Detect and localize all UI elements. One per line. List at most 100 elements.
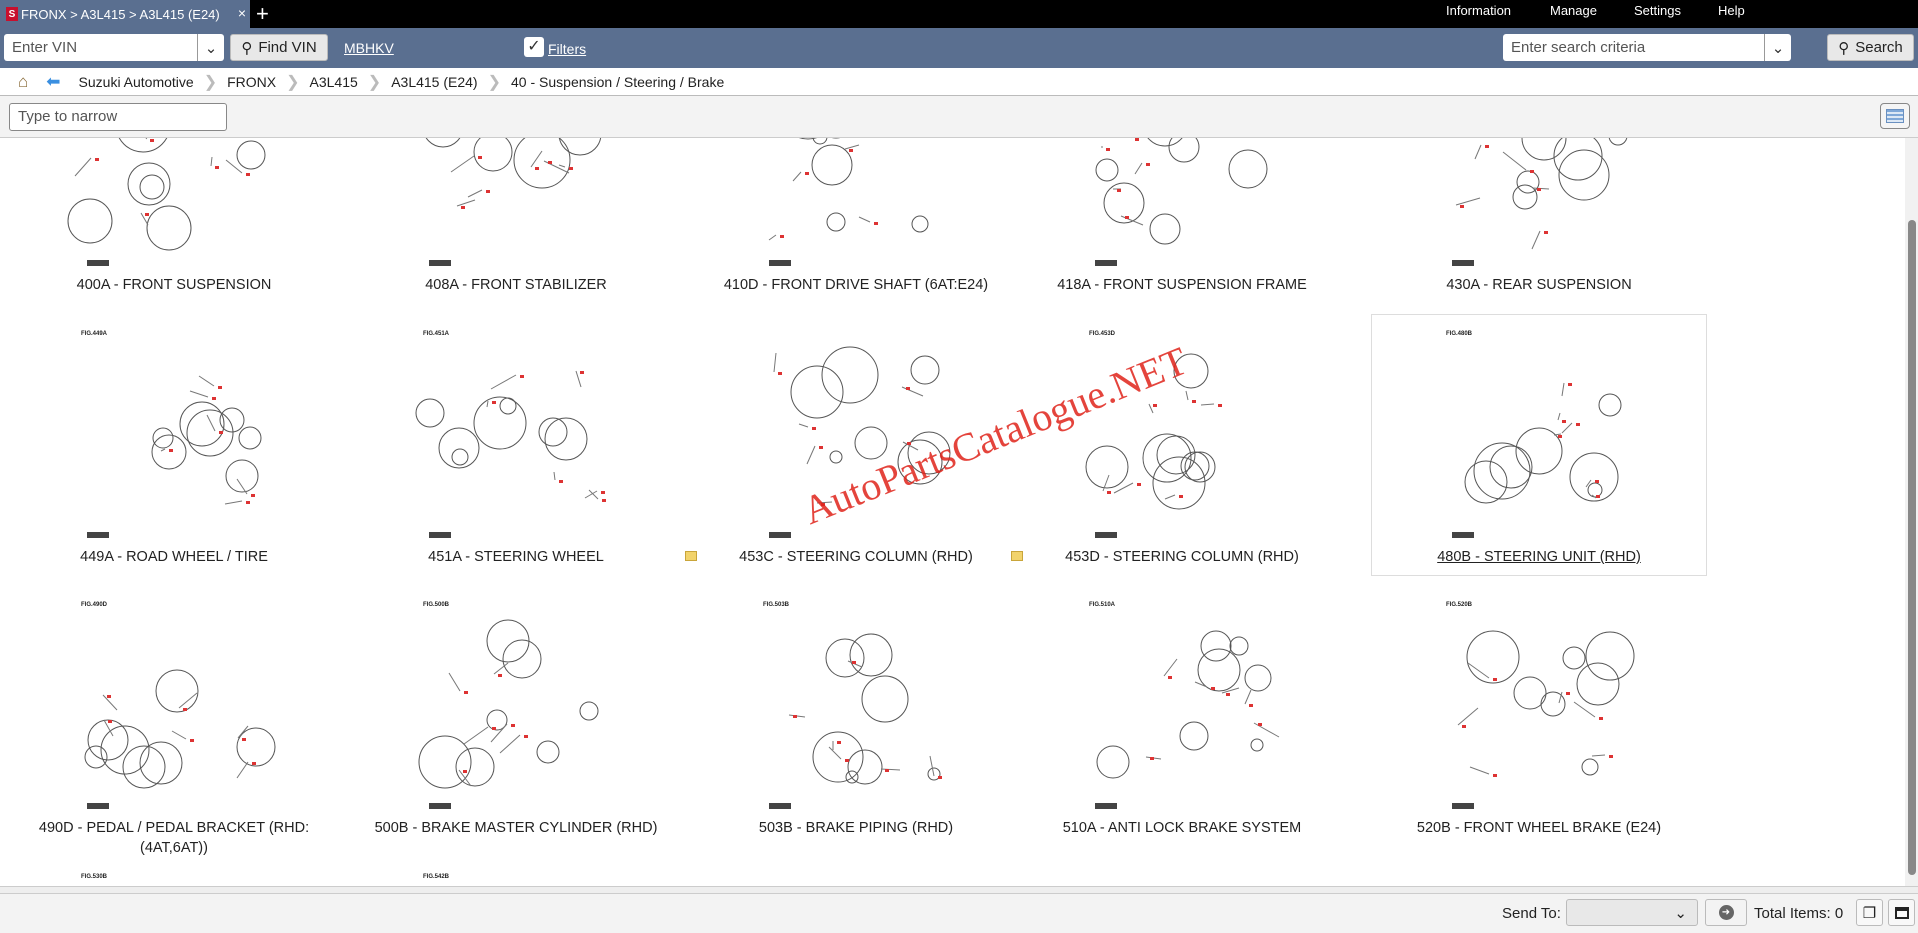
illustration-item[interactable]: FIG.451A 451A - STEERING WHEEL <box>348 314 684 576</box>
part-drawing-line <box>1474 144 1482 160</box>
part-callout <box>849 149 853 152</box>
part-drawing-line <box>490 374 517 390</box>
illustration-title[interactable]: 520B - FRONT WHEEL BRAKE (E24) <box>1416 820 1662 836</box>
illustration-title[interactable]: 500B - BRAKE MASTER CYLINDER (RHD) <box>374 820 658 836</box>
send-to-select[interactable]: ⌄ <box>1566 899 1698 926</box>
part-illustration <box>1452 138 1628 266</box>
send-button[interactable]: ➜ <box>1705 899 1747 926</box>
narrow-input[interactable]: Type to narrow <box>9 103 227 131</box>
note-icon[interactable] <box>685 551 697 561</box>
tab-fronx[interactable]: S FRONX > A3L415 > A3L415 (E24) × <box>0 0 250 28</box>
new-tab-button[interactable]: + <box>256 1 269 26</box>
filters-link[interactable]: Filters <box>548 41 587 57</box>
illustration-title[interactable]: 449A - ROAD WHEEL / TIRE <box>80 549 268 565</box>
part-drawing-shape <box>473 396 527 450</box>
illustration-title[interactable]: 453C - STEERING COLUMN (RHD) <box>739 549 973 565</box>
part-drawing-line <box>102 694 118 711</box>
part-callout <box>183 708 187 711</box>
menu-information[interactable]: Information <box>1446 3 1512 18</box>
illustration-item[interactable]: 418A - FRONT SUSPENSION FRAME <box>1014 138 1350 304</box>
back-arrow-icon[interactable]: ⬅ <box>46 71 61 91</box>
part-drawing-shape <box>146 205 192 251</box>
part-drawing-line <box>171 730 187 740</box>
part-drawing-shape <box>826 212 846 232</box>
part-drawing-line <box>490 723 508 743</box>
filters-checkbox[interactable]: ✓ <box>524 37 544 57</box>
restore-window-button[interactable]: ❐ <box>1856 899 1883 926</box>
illustration-item[interactable]: FIG.490D 490D - PEDAL / PEDAL BRACKET (R… <box>6 585 342 856</box>
illustration-item[interactable]: 430A - REAR SUSPENSION <box>1371 138 1707 304</box>
illustration-item[interactable]: 408A - FRONT STABILIZER <box>348 138 684 304</box>
part-drawing-shape <box>1585 631 1635 681</box>
maximize-panel-button[interactable] <box>1888 899 1915 926</box>
part-callout <box>837 741 841 744</box>
part-drawing-shape <box>438 427 480 469</box>
menu-manage[interactable]: Manage <box>1550 3 1597 18</box>
vin-input[interactable]: Enter VIN ⌄ <box>4 34 224 61</box>
part-drawing-shape <box>1250 738 1264 752</box>
menu-settings[interactable]: Settings <box>1634 3 1681 18</box>
illustration-item[interactable]: FIG.510A 510A - ANTI LOCK BRAKE SYSTEM <box>1014 585 1350 847</box>
find-vin-button[interactable]: ⚲ Find VIN <box>230 34 328 61</box>
breadcrumb-item[interactable]: Suzuki Automotive <box>78 73 194 90</box>
close-icon[interactable]: × <box>237 5 246 21</box>
part-callout <box>812 427 816 430</box>
chevron-right-icon: ❯ <box>487 73 502 91</box>
part-drawing-line <box>806 445 816 465</box>
vertical-scrollbar[interactable] <box>1905 138 1918 886</box>
illustration-item[interactable]: FIG.530B <box>6 857 342 883</box>
illustration-title[interactable]: 490D - PEDAL / PEDAL BRACKET (RHD:(4AT,6… <box>38 820 310 856</box>
part-drawing-line <box>901 386 924 397</box>
breadcrumb-item[interactable]: FRONX <box>227 73 277 90</box>
illustration-item[interactable]: FIG.449A 449A - ROAD WHEEL / TIRE <box>6 314 342 576</box>
search-input[interactable]: Enter search criteria ⌄ <box>1503 34 1791 61</box>
illustration-item[interactable]: FIG.453D 453D - STEERING COLUMN (RHD) <box>1011 314 1350 576</box>
illustration-item[interactable]: FIG.520B 520B - FRONT WHEEL BRAKE (E24) <box>1371 585 1707 847</box>
splitter-handle[interactable] <box>0 886 1918 894</box>
part-drawing-shape <box>910 355 940 385</box>
illustration-title[interactable]: 510A - ANTI LOCK BRAKE SYSTEM <box>1062 820 1302 836</box>
scrollbar-thumb[interactable] <box>1908 220 1916 875</box>
part-drawing-line <box>844 144 860 150</box>
breadcrumb-item[interactable]: A3L415 (E24) <box>391 73 478 90</box>
home-icon[interactable]: ⌂ <box>18 71 29 91</box>
illustration-item[interactable]: FIG.503B 503B - BRAKE PIPING (RHD) <box>688 585 1024 847</box>
illustration-title[interactable]: 451A - STEERING WHEEL <box>428 549 604 565</box>
fig-label: FIG.480B <box>1446 331 1473 337</box>
part-illustration: FIG.542B <box>423 874 450 880</box>
note-icon[interactable] <box>1011 551 1023 561</box>
part-callout <box>486 190 490 193</box>
part-drawing-shape <box>845 770 859 784</box>
illustration-title[interactable]: 418A - FRONT SUSPENSION FRAME <box>1057 277 1307 293</box>
illustration-title[interactable]: 453D - STEERING COLUMN (RHD) <box>1065 549 1299 565</box>
chevron-down-icon[interactable]: ⌄ <box>1764 34 1791 61</box>
menu-help[interactable]: Help <box>1718 3 1745 18</box>
part-drawing-shape <box>486 619 530 663</box>
illustration-item[interactable]: 400A - FRONT SUSPENSION <box>6 138 342 304</box>
search-button[interactable]: ⚲ Search <box>1827 34 1914 61</box>
illustration-item[interactable]: 453C - STEERING COLUMN (RHD) <box>685 314 1024 576</box>
illustration-item[interactable]: 410D - FRONT DRIVE SHAFT (6AT:E24) <box>688 138 1024 304</box>
part-callout <box>601 491 605 494</box>
illustration-item[interactable]: FIG.542B <box>348 857 684 883</box>
part-drawing-shape <box>927 767 941 781</box>
part-callout <box>548 161 552 164</box>
illustration-title[interactable]: 400A - FRONT SUSPENSION <box>76 277 272 293</box>
illustration-title[interactable]: 410D - FRONT DRIVE SHAFT (6AT:E24) <box>723 277 989 293</box>
illustration-title[interactable]: 480B - STEERING UNIT (RHD) <box>1437 549 1641 565</box>
part-drawing-shape <box>861 675 909 723</box>
part-drawing-line <box>1558 691 1563 704</box>
part-drawing-line <box>1502 151 1527 171</box>
caption-block <box>769 803 791 809</box>
illustration-title[interactable]: 408A - FRONT STABILIZER <box>425 277 607 293</box>
part-illustration: FIG.503B <box>763 602 942 809</box>
breadcrumb-item[interactable]: A3L415 <box>309 73 358 90</box>
illustration-item[interactable]: FIG.500B 500B - BRAKE MASTER CYLINDER (R… <box>348 585 684 847</box>
illustration-item[interactable]: FIG.480B 480B - STEERING UNIT (RHD) <box>1371 314 1707 576</box>
illustration-title[interactable]: 430A - REAR SUSPENSION <box>1446 277 1632 293</box>
illustration-title[interactable]: 503B - BRAKE PIPING (RHD) <box>758 820 954 836</box>
part-callout <box>464 691 468 694</box>
view-toggle-button[interactable] <box>1880 103 1910 129</box>
chevron-down-icon[interactable]: ⌄ <box>197 34 224 61</box>
vin-link[interactable]: MBHKV <box>344 40 394 56</box>
